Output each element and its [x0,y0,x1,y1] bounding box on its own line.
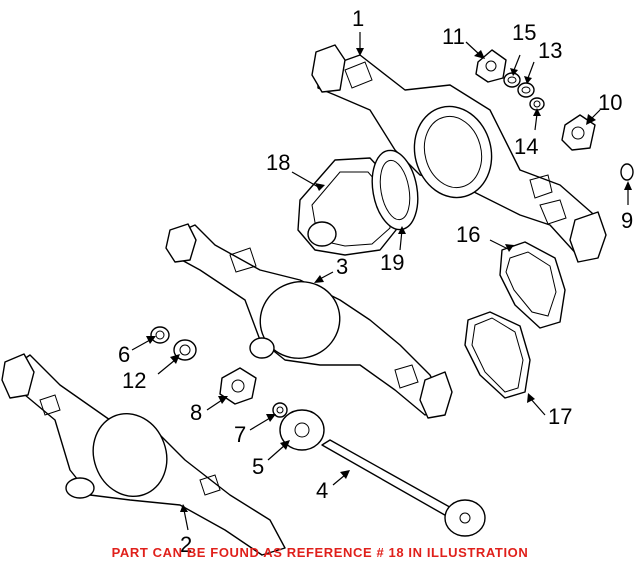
callout-5: 5 [252,454,264,479]
callout-8: 8 [190,400,202,425]
part-17-gasket [464,311,531,399]
part-2-axle-housing [1,353,286,556]
callout-12: 12 [122,368,146,393]
callout-7: 7 [234,422,246,447]
part-13-seal [517,82,535,98]
part-15-seal [503,72,521,88]
callout-2: 2 [180,532,192,557]
callout-17: 17 [548,404,572,429]
part-1-axle-housing [311,44,607,263]
part-4-axle-shaft [321,439,486,537]
leader-lines [131,32,632,531]
callout-10: 10 [598,90,622,115]
callout-15: 15 [512,20,536,45]
callout-11: 11 [442,24,465,49]
part-8-retainer [219,367,257,405]
callout-19: 19 [380,250,404,275]
callout-13: 13 [538,38,562,63]
callout-16: 16 [456,222,480,247]
callout-9: 9 [621,208,633,233]
reference-caption: PART CAN BE FOUND AS REFERENCE # 18 IN I… [111,545,529,560]
callout-14: 14 [514,134,538,159]
part-5-flange [279,409,325,451]
part-3-axle-housing [165,223,453,419]
part-9-plug [620,163,634,181]
callout-labels: 1 2 3 4 5 6 7 8 9 10 11 12 13 14 15 16 1… [118,6,633,557]
callout-4: 4 [316,478,328,503]
part-6-seal [150,326,170,344]
callout-3: 3 [336,254,348,279]
part-16-cover [499,241,566,329]
callout-18: 18 [266,150,290,175]
part-7-washer [272,402,288,418]
part-14-washer [529,97,545,111]
callout-1: 1 [352,6,364,31]
callout-6: 6 [118,342,130,367]
